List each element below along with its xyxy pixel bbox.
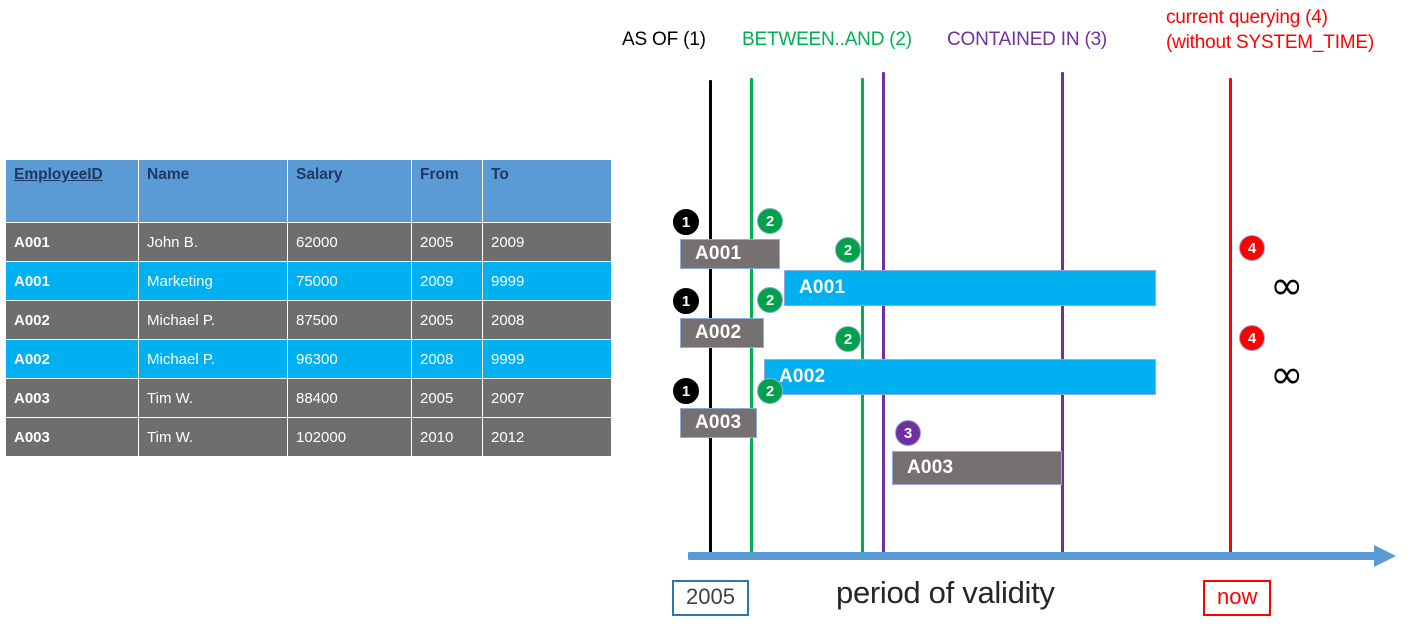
table-row: A002 Michael P. 96300 2008 9999 (6, 340, 611, 378)
cell-name: John B. (139, 223, 287, 261)
timeline-bar-a001-current: A001 (784, 270, 1156, 306)
cell-name: Michael P. (139, 340, 287, 378)
cell-from: 2005 (412, 223, 482, 261)
badge-current-4: 4 (1239, 325, 1265, 351)
between-end-line (861, 78, 864, 558)
time-axis-line (688, 552, 1378, 560)
legend-current-querying: current querying (4) (without SYSTEM_TIM… (1166, 5, 1374, 55)
cell-to: 2012 (483, 418, 611, 456)
cell-name: Tim W. (139, 418, 287, 456)
axis-start-label: 2005 (672, 580, 749, 617)
legend-between-and: BETWEEN..AND (2) (742, 29, 912, 50)
cell-name: Marketing (139, 262, 287, 300)
badge-as-of-1: 1 (673, 209, 699, 235)
cell-employeeid: A002 (6, 340, 138, 378)
cell-name: Tim W. (139, 379, 287, 417)
cell-from: 2010 (412, 418, 482, 456)
legend-current-querying-line1: current querying (4) (1166, 7, 1328, 28)
badge-between-2: 2 (835, 237, 861, 263)
table-row: A001 Marketing 75000 2009 9999 (6, 262, 611, 300)
cell-name: Michael P. (139, 301, 287, 339)
cell-salary: 87500 (288, 301, 411, 339)
cell-to: 9999 (483, 340, 611, 378)
legend-as-of: AS OF (1) (622, 29, 706, 50)
badge-contained-in-3: 3 (895, 420, 921, 446)
axis-end-label: now (1203, 580, 1272, 617)
cell-to: 2007 (483, 379, 611, 417)
cell-to: 2009 (483, 223, 611, 261)
legend-current-querying-line2: (without SYSTEM_TIME) (1166, 32, 1375, 53)
cell-to: 9999 (483, 262, 611, 300)
timeline-bar-label: A001 (799, 277, 846, 298)
cell-employeeid: A001 (6, 223, 138, 261)
table-row: A002 Michael P. 87500 2005 2008 (6, 301, 611, 339)
column-header-to: To (483, 160, 611, 222)
timeline-bar-a001-historical: A001 (680, 239, 780, 269)
badge-as-of-1: 1 (673, 288, 699, 314)
cell-from: 2008 (412, 340, 482, 378)
badge-between-2: 2 (835, 326, 861, 352)
column-header-employeeid-label: EmployeeID (14, 166, 103, 183)
badge-between-2: 2 (757, 287, 783, 313)
cell-employeeid: A001 (6, 262, 138, 300)
time-axis-arrow-icon (1374, 545, 1396, 567)
employee-history-table: EmployeeID Name Salary From To A001 John… (5, 159, 612, 457)
timeline-bar-label: A003 (695, 412, 742, 433)
contained-start-line (882, 72, 885, 558)
column-header-salary: Salary (288, 160, 411, 222)
badge-as-of-1: 1 (673, 378, 699, 404)
badge-current-4: 4 (1239, 235, 1265, 261)
table-row: A003 Tim W. 88400 2005 2007 (6, 379, 611, 417)
column-header-name: Name (139, 160, 287, 222)
cell-salary: 88400 (288, 379, 411, 417)
table-row: A003 Tim W. 102000 2010 2012 (6, 418, 611, 456)
cell-salary: 102000 (288, 418, 411, 456)
cell-employeeid: A003 (6, 379, 138, 417)
contained-end-line (1061, 72, 1064, 558)
timeline-bar-a003-historical: A003 (680, 408, 757, 438)
column-header-from: From (412, 160, 482, 222)
now-line (1229, 78, 1232, 558)
badge-between-2: 2 (757, 378, 783, 404)
cell-employeeid: A002 (6, 301, 138, 339)
cell-salary: 62000 (288, 223, 411, 261)
cell-to: 2008 (483, 301, 611, 339)
cell-from: 2005 (412, 379, 482, 417)
badge-between-2: 2 (757, 208, 783, 234)
infinity-icon-a002: ∞ (1270, 352, 1304, 398)
cell-salary: 75000 (288, 262, 411, 300)
cell-salary: 96300 (288, 340, 411, 378)
cell-employeeid: A003 (6, 418, 138, 456)
timeline-bar-label: A001 (695, 243, 742, 264)
axis-title: period of validity (836, 575, 1055, 610)
column-header-employeeid: EmployeeID (6, 160, 138, 222)
legend-contained-in: CONTAINED IN (3) (947, 29, 1108, 50)
table-row: A001 John B. 62000 2005 2009 (6, 223, 611, 261)
infinity-icon-a001: ∞ (1270, 263, 1304, 309)
timeline-bar-a003-second: A003 (892, 451, 1062, 485)
cell-from: 2005 (412, 301, 482, 339)
timeline-bar-label: A002 (779, 366, 826, 387)
timeline-bar-a002-current: A002 (764, 359, 1156, 395)
timeline-bar-label: A003 (907, 457, 954, 478)
table-header-row: EmployeeID Name Salary From To (6, 160, 611, 222)
cell-from: 2009 (412, 262, 482, 300)
timeline-bar-a002-historical: A002 (680, 318, 764, 348)
timeline-bar-label: A002 (695, 322, 742, 343)
